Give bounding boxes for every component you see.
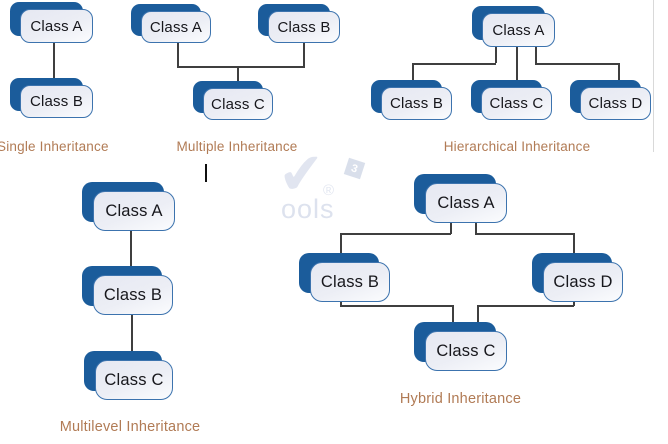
connector-line bbox=[477, 305, 479, 332]
connector-line bbox=[475, 233, 574, 235]
class-box-label: Class B bbox=[320, 272, 380, 291]
class-box-label: Class C bbox=[489, 95, 544, 112]
connector-line bbox=[450, 223, 452, 234]
connector-line bbox=[53, 43, 55, 86]
class-box-label: Class A bbox=[492, 21, 545, 39]
connector-line bbox=[340, 302, 342, 306]
class-box-d: Class D bbox=[532, 253, 623, 302]
class-box-c: Class C bbox=[471, 80, 552, 120]
class-box-a: Class A bbox=[131, 4, 211, 43]
connector-line bbox=[573, 302, 575, 306]
connector-line bbox=[177, 66, 305, 68]
class-box-label: Class A bbox=[105, 201, 163, 220]
class-box-a: Class A bbox=[472, 6, 555, 47]
connector-line bbox=[618, 63, 620, 87]
class-box-a: Class A bbox=[414, 174, 507, 223]
connector-line bbox=[237, 66, 239, 88]
class-box-label: Class A bbox=[30, 17, 83, 35]
connector-line bbox=[340, 233, 342, 262]
class-box-label: Class A bbox=[149, 18, 203, 36]
class-box-label: Class B bbox=[103, 285, 163, 304]
connector-line bbox=[573, 233, 575, 262]
class-box-label: Class B bbox=[389, 95, 444, 112]
class-box-c: Class C bbox=[414, 322, 507, 371]
table-cell-border bbox=[653, 0, 654, 152]
class-box-label: Class C bbox=[436, 341, 496, 360]
connector-line bbox=[516, 47, 518, 87]
class-box-c: Class C bbox=[193, 81, 273, 120]
diagram-label-hybrid: Hybrid Inheritance bbox=[399, 391, 522, 407]
class-box-b: Class B bbox=[10, 78, 93, 118]
connector-line bbox=[412, 63, 496, 65]
class-box-d: Class D bbox=[570, 80, 651, 120]
class-box-b: Class B bbox=[371, 80, 452, 120]
class-box-label: Class C bbox=[211, 95, 265, 113]
text-cursor-artifact bbox=[205, 164, 207, 182]
class-box-a: Class A bbox=[82, 182, 175, 231]
connector-line bbox=[535, 63, 619, 65]
connector-line bbox=[303, 43, 305, 66]
connector-line bbox=[340, 305, 453, 307]
connector-line bbox=[477, 305, 574, 307]
connector-line bbox=[130, 231, 132, 275]
connector-line bbox=[412, 63, 414, 87]
connector-line bbox=[452, 305, 454, 332]
diagram-label-multilevel: Multilevel Inheritance bbox=[59, 419, 201, 435]
connector-line bbox=[177, 43, 179, 66]
class-box-b: Class B bbox=[299, 253, 390, 302]
connector-line bbox=[475, 223, 477, 234]
diagram-label-hierarchical: Hierarchical Inheritance bbox=[443, 139, 591, 154]
class-box-c: Class C bbox=[84, 351, 173, 400]
class-box-a: Class A bbox=[10, 2, 93, 43]
connector-line bbox=[131, 315, 133, 360]
class-box-label: Class A bbox=[437, 193, 495, 212]
connector-line bbox=[495, 47, 497, 63]
class-box-label: Class B bbox=[29, 93, 84, 110]
class-box-label: Class D bbox=[588, 95, 643, 112]
class-box-label: Class D bbox=[553, 272, 613, 291]
connector-line bbox=[535, 47, 537, 63]
class-box-label: Class B bbox=[277, 18, 331, 36]
class-box-b: Class B bbox=[258, 4, 340, 43]
diagram-label-single: Single Inheritance bbox=[0, 139, 109, 154]
class-box-b: Class B bbox=[82, 266, 173, 315]
diagram-label-multiple: Multiple Inheritance bbox=[176, 139, 298, 154]
class-box-label: Class C bbox=[104, 370, 164, 389]
connector-line bbox=[340, 233, 451, 235]
